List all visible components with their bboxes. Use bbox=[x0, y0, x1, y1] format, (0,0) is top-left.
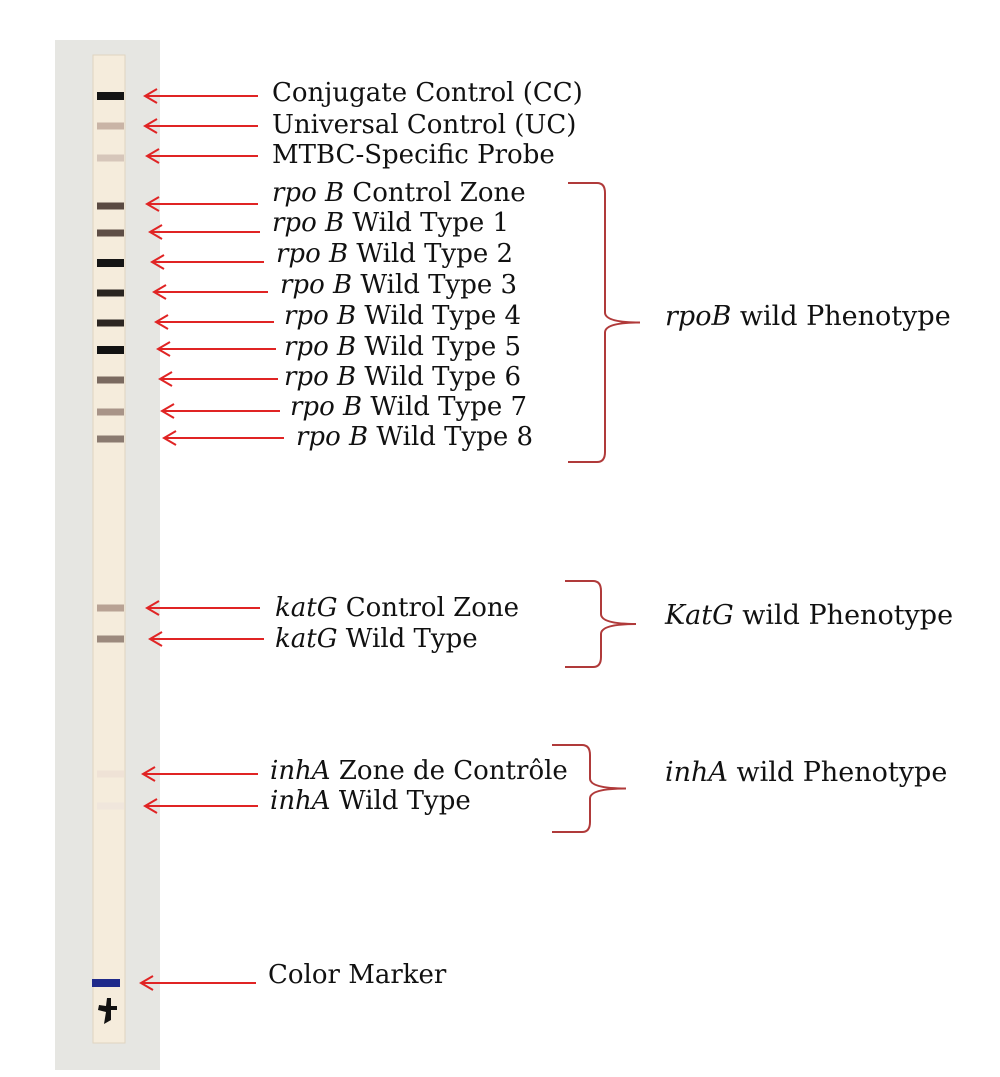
gene-name: rpo B bbox=[284, 362, 357, 392]
arrow-wt4 bbox=[154, 314, 274, 330]
gene-name: rpo B bbox=[280, 270, 353, 300]
arrow-rpoc bbox=[145, 196, 258, 212]
strip-bands bbox=[92, 92, 124, 987]
band-mtbc bbox=[97, 154, 124, 162]
label-rpob-wt6: rpo B Wild Type 6 bbox=[284, 362, 522, 392]
gene-name: inhA bbox=[270, 786, 331, 816]
arrow-wt6 bbox=[158, 371, 278, 387]
band-wt5 bbox=[97, 346, 124, 354]
strip-marker-glyph bbox=[98, 998, 117, 1024]
gene-name: inhA bbox=[270, 756, 331, 786]
band-uc bbox=[97, 122, 124, 130]
label-inha-wild-type: inhA Wild Type bbox=[270, 786, 471, 816]
arrow-inhc bbox=[141, 766, 258, 782]
label-universal-control: Universal Control (UC) bbox=[272, 110, 577, 140]
gene-name: rpoB bbox=[665, 301, 732, 332]
group-inha-wild-phenotype: inhA wild Phenotype bbox=[665, 757, 948, 788]
bracket-katg bbox=[565, 580, 637, 668]
gene-name: rpo B bbox=[272, 208, 345, 238]
band-wt8 bbox=[97, 435, 124, 443]
band-katw bbox=[97, 635, 124, 643]
gene-name: rpo B bbox=[284, 301, 357, 331]
gene-name: rpo B bbox=[296, 422, 369, 452]
gene-name: katG bbox=[275, 624, 338, 654]
band-wt6 bbox=[97, 376, 124, 384]
label-katg-wild-type: katG Wild Type bbox=[275, 624, 478, 654]
arrow-wt8 bbox=[162, 430, 284, 446]
gene-name: rpo B bbox=[276, 239, 349, 269]
gene-name: rpo B bbox=[284, 332, 357, 362]
arrow-cc bbox=[143, 88, 258, 104]
arrow-wt7 bbox=[160, 403, 280, 419]
band-wt7 bbox=[97, 408, 124, 416]
test-strip bbox=[92, 54, 126, 1044]
label-katg-control-zone: katG Control Zone bbox=[275, 593, 520, 623]
bracket-inha bbox=[552, 744, 627, 833]
arrow-wt3 bbox=[152, 284, 268, 300]
band-katc bbox=[97, 604, 124, 612]
band-inhc bbox=[97, 770, 124, 778]
gene-name: rpo B bbox=[290, 392, 363, 422]
band-wt4 bbox=[97, 319, 124, 327]
band-marker bbox=[92, 979, 120, 987]
band-wt2 bbox=[97, 259, 124, 267]
arrow-mtbc bbox=[145, 148, 258, 164]
gene-name: inhA bbox=[665, 757, 728, 788]
arrow-katc bbox=[145, 600, 260, 616]
label-rpob-wt4: rpo B Wild Type 4 bbox=[284, 301, 522, 331]
arrow-wt5 bbox=[156, 341, 276, 357]
gene-name: rpo B bbox=[272, 178, 345, 208]
label-color-marker: Color Marker bbox=[268, 960, 447, 990]
arrow-uc bbox=[143, 118, 258, 134]
label-rpob-wt2: rpo B Wild Type 2 bbox=[276, 239, 514, 269]
band-wt1 bbox=[97, 229, 124, 237]
label-inha-control-zone: inhA Zone de Contrôle bbox=[270, 756, 568, 786]
label-rpob-control-zone: rpo B Control Zone bbox=[272, 178, 526, 208]
group-katg-wild-phenotype: KatG wild Phenotype bbox=[665, 600, 954, 631]
arrows bbox=[139, 88, 284, 991]
arrow-wt2 bbox=[150, 254, 264, 270]
band-inhw bbox=[97, 802, 124, 810]
group-rpob-wild-phenotype: rpoB wild Phenotype bbox=[665, 301, 951, 332]
gene-name: katG bbox=[275, 593, 338, 623]
arrow-katw bbox=[148, 631, 264, 647]
label-rpob-wt5: rpo B Wild Type 5 bbox=[284, 332, 522, 362]
arrow-wt1 bbox=[148, 224, 260, 240]
label-conjugate-control: Conjugate Control (CC) bbox=[272, 78, 583, 108]
band-rpoc bbox=[97, 202, 124, 210]
gene-name: KatG bbox=[665, 600, 734, 631]
label-mtbc-probe: MTBC-Specific Probe bbox=[272, 140, 555, 170]
arrow-marker bbox=[139, 975, 256, 991]
label-rpob-wt8: rpo B Wild Type 8 bbox=[296, 422, 534, 452]
arrow-inhw bbox=[143, 798, 258, 814]
brackets bbox=[552, 182, 641, 833]
label-rpob-wt1: rpo B Wild Type 1 bbox=[272, 208, 510, 238]
band-wt3 bbox=[97, 289, 124, 297]
label-rpob-wt3: rpo B Wild Type 3 bbox=[280, 270, 518, 300]
bracket-rpob bbox=[568, 182, 641, 463]
band-cc bbox=[97, 92, 124, 100]
label-rpob-wt7: rpo B Wild Type 7 bbox=[290, 392, 528, 422]
